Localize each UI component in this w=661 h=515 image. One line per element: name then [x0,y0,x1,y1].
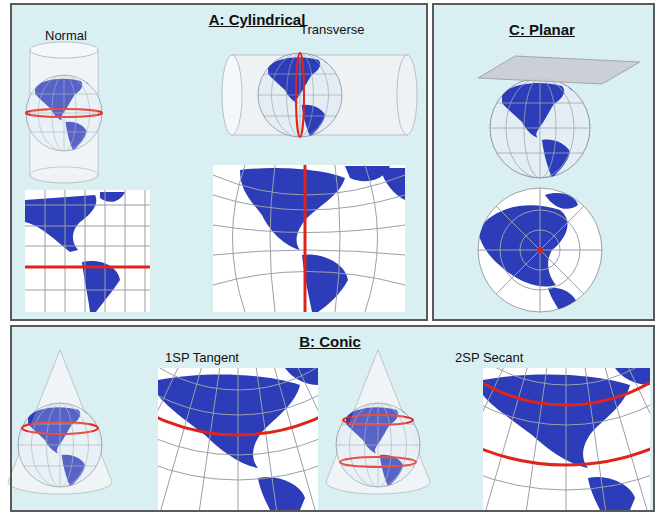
conic-panel: B: Conic [10,325,655,512]
panel-heading: B: Conic [299,333,361,351]
planar-panel: C: Planar [432,3,655,321]
projection-label: Transverse [300,22,365,38]
projection-label: Normal [45,28,87,44]
cylindrical-panel: A: Cylindrical [10,3,428,321]
projection-label: 2SP Secant [455,350,523,366]
panel-heading: A: Cylindrical [209,11,306,29]
projection-label: 1SP Tangent [165,350,239,366]
panel-heading: C: Planar [509,21,575,39]
